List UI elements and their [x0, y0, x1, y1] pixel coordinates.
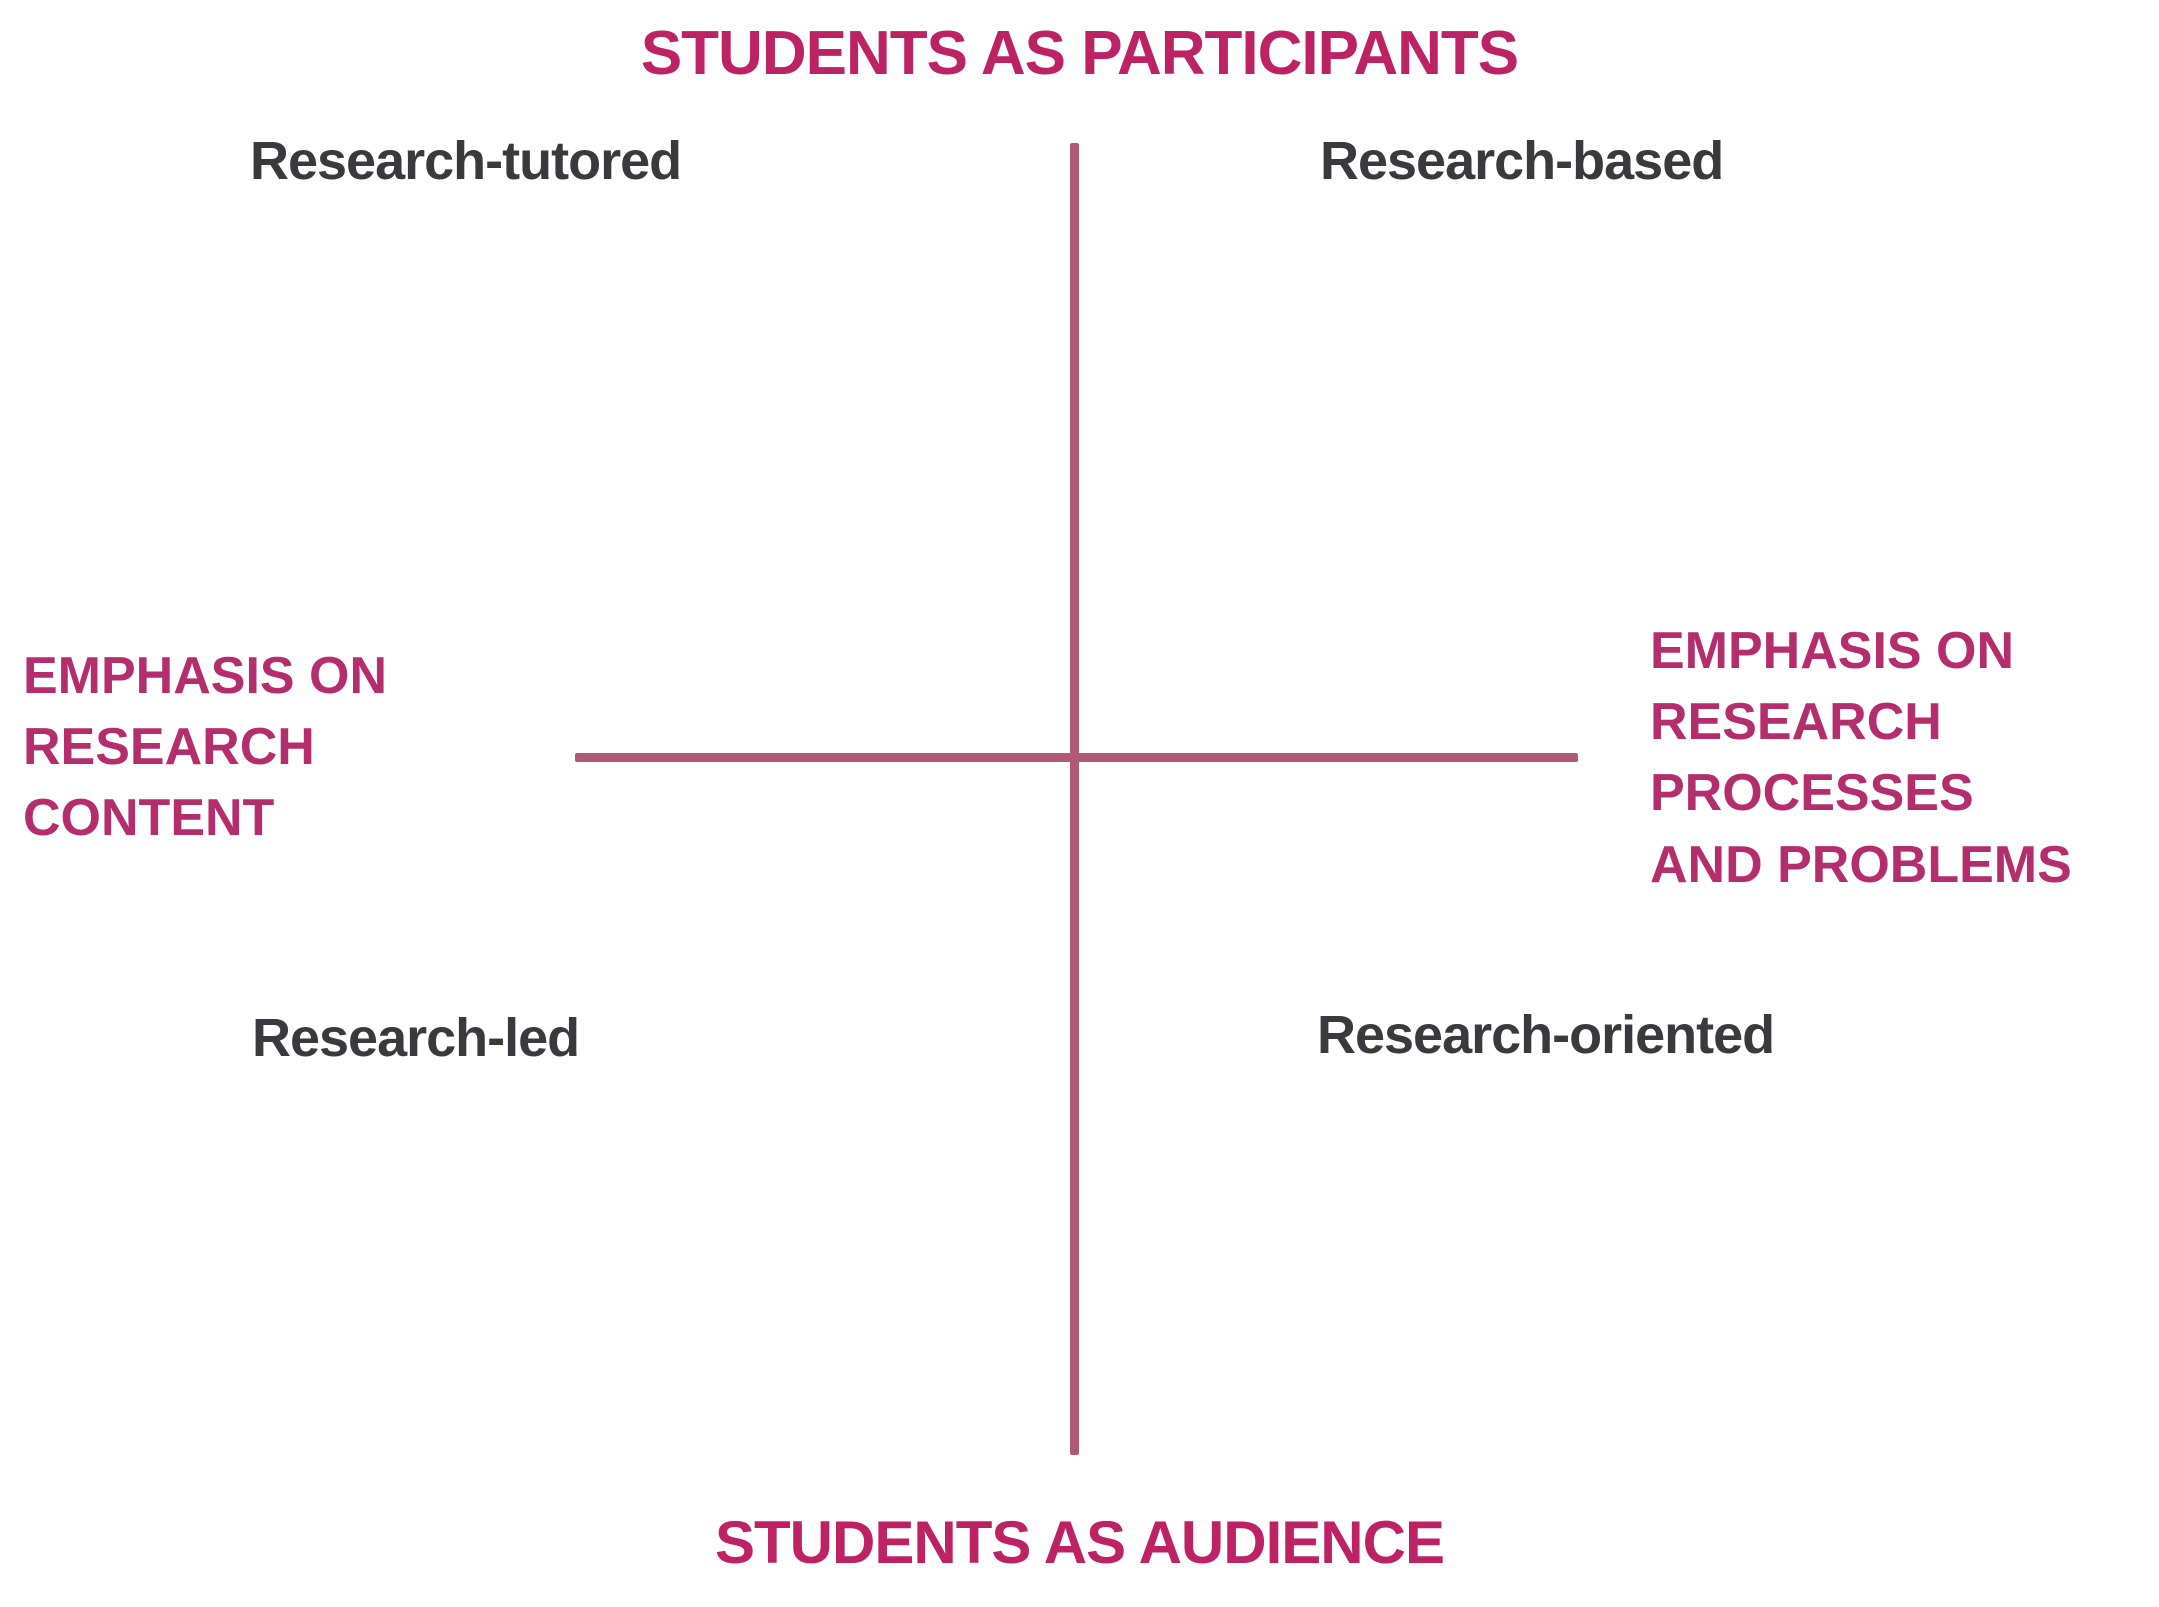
quadrant-label-research-tutored: Research-tutored [250, 131, 682, 191]
quadrant-label-research-led: Research-led [252, 1008, 580, 1068]
bottom-axis-title: STUDENTS AS AUDIENCE [715, 1509, 1445, 1576]
quadrant-label-research-oriented: Research-oriented [1317, 1005, 1775, 1065]
left-axis-label: EMPHASIS ON RESEARCH CONTENT [23, 647, 388, 848]
quadrant-label-research-based: Research-based [1320, 131, 1724, 191]
right-axis-label: EMPHASIS ON RESEARCH PROCESSES AND PROBL… [1650, 622, 2072, 894]
vertical-axis-line [1070, 143, 1079, 1455]
top-axis-title: STUDENTS AS PARTICIPANTS [640, 19, 1519, 88]
horizontal-axis-line [575, 753, 1578, 762]
